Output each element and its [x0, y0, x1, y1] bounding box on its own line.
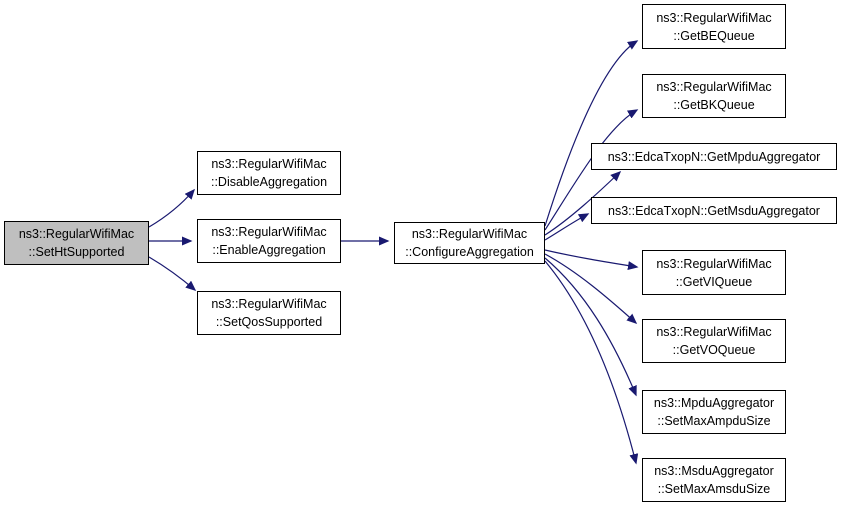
node-get-vo-queue[interactable]: ns3::RegularWifiMac ::GetVOQueue	[642, 319, 786, 363]
edge-configure-to-getbkqueue	[544, 109, 639, 231]
node-label-line2: ::SetHtSupported	[28, 245, 125, 259]
edge-configure-to-getbequeue	[544, 40, 639, 227]
node-get-mpdu-aggregator[interactable]: ns3::EdcaTxopN::GetMpduAggregator	[591, 143, 837, 170]
node-get-msdu-aggregator[interactable]: ns3::EdcaTxopN::GetMsduAggregator	[591, 197, 837, 224]
node-label-line1: ns3::RegularWifiMac	[411, 227, 528, 241]
edge-configure-to-getmsduaggregator	[544, 213, 590, 241]
edge-configure-to-setmaxamsdusize	[544, 260, 639, 465]
node-disable-aggregation[interactable]: ns3::RegularWifiMac ::DisableAggregation	[197, 151, 341, 195]
edge-setht-to-setqos	[148, 256, 197, 291]
node-label-line1: ns3::MpduAggregator	[653, 396, 775, 410]
edge-configure-to-getmpduaggregator	[544, 170, 622, 236]
node-get-vi-queue[interactable]: ns3::RegularWifiMac ::GetVIQueue	[642, 250, 786, 295]
edge-setht-to-disable	[148, 188, 195, 228]
node-label-line2: ::GetBKQueue	[673, 98, 755, 112]
node-label-line2: ::SetMaxAmpduSize	[657, 414, 771, 428]
node-set-qos-supported[interactable]: ns3::RegularWifiMac ::SetQosSupported	[197, 291, 341, 335]
node-get-be-queue[interactable]: ns3::RegularWifiMac ::GetBEQueue	[642, 4, 786, 49]
node-label-line1: ns3::RegularWifiMac	[656, 325, 772, 339]
node-label-line2: ::SetQosSupported	[215, 315, 323, 329]
node-label-line2: ::DisableAggregation	[210, 175, 328, 189]
node-label-line1: ns3::RegularWifiMac	[211, 297, 327, 311]
node-label-line2: ::GetVIQueue	[675, 274, 753, 289]
node-set-max-amsdu-size[interactable]: ns3::MsduAggregator ::SetMaxAmsduSize	[642, 458, 786, 502]
node-label-line1: ns3::RegularWifiMac	[211, 157, 327, 171]
node-label-line1: ns3::RegularWifiMac	[211, 225, 327, 239]
node-set-max-ampdu-size[interactable]: ns3::MpduAggregator ::SetMaxAmpduSize	[642, 390, 786, 434]
edge-configure-to-getvoqueue	[544, 253, 638, 324]
node-label-line2: ::GetBEQueue	[673, 28, 755, 43]
node-label-line1: ns3::RegularWifiMac	[656, 256, 772, 271]
node-configure-aggregation[interactable]: ns3::RegularWifiMac ::ConfigureAggregati…	[394, 222, 545, 264]
node-label-line1: ns3::MsduAggregator	[654, 464, 774, 478]
node-label-line2: ::EnableAggregation	[212, 243, 326, 257]
node-set-ht-supported: ns3::RegularWifiMac ::SetHtSupported	[4, 221, 149, 265]
node-label-line1: ns3::EdcaTxopN::GetMpduAggregator	[607, 149, 821, 164]
node-label-line2: ::GetVOQueue	[672, 343, 756, 357]
node-label-line1: ns3::RegularWifiMac	[656, 10, 772, 25]
node-label-line1: ns3::RegularWifiMac	[656, 80, 772, 94]
node-label-line1: ns3::RegularWifiMac	[18, 227, 135, 241]
node-label-line2: ::ConfigureAggregation	[405, 245, 534, 259]
edge-configure-to-setmaxampdusize	[544, 257, 637, 397]
edge-configure-to-getviqueue	[544, 249, 639, 271]
node-get-bk-queue[interactable]: ns3::RegularWifiMac ::GetBKQueue	[642, 74, 786, 118]
node-label-line2: ::SetMaxAmsduSize	[657, 482, 771, 496]
node-enable-aggregation[interactable]: ns3::RegularWifiMac ::EnableAggregation	[197, 219, 341, 263]
node-label-line1: ns3::EdcaTxopN::GetMsduAggregator	[608, 203, 820, 218]
